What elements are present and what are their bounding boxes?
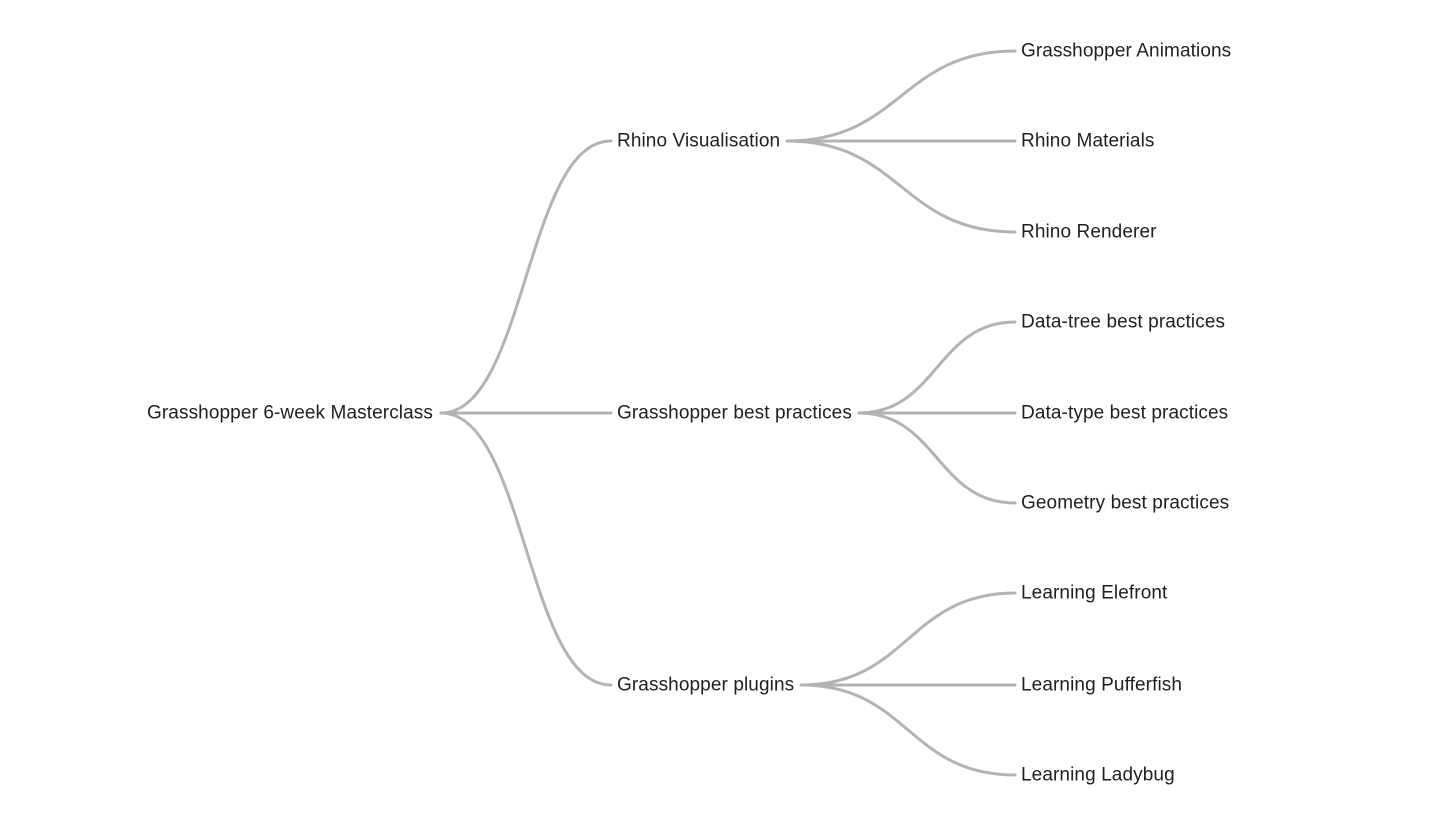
leaf-node-learning-ladybug[interactable]: Learning Ladybug (1021, 764, 1175, 786)
leaf-node-rhino-renderer[interactable]: Rhino Renderer (1021, 221, 1157, 243)
root-node-label[interactable]: Grasshopper 6-week Masterclass (147, 402, 433, 424)
leaf-node-learning-pufferfish[interactable]: Learning Pufferfish (1021, 674, 1183, 696)
connector-root-to-branch-0 (439, 139, 613, 415)
leaf-node-grasshopper-animations[interactable]: Grasshopper Animations (1021, 40, 1232, 62)
connector-root-to-branch-2 (439, 411, 613, 687)
leaf-node-data-type-best-practices[interactable]: Data-type best practices (1021, 402, 1229, 424)
branch-node-grasshopper-best-practices[interactable]: Grasshopper best practices (617, 402, 852, 424)
connector-branch-0-to-leaf-2 (785, 139, 1017, 234)
connector-branch-0-to-leaf-0 (785, 49, 1017, 143)
branch-node-grasshopper-plugins[interactable]: Grasshopper plugins (617, 674, 795, 696)
leaf-node-rhino-materials[interactable]: Rhino Materials (1021, 130, 1155, 152)
connector-lines (439, 49, 1017, 777)
leaf-node-geometry-best-practices[interactable]: Geometry best practices (1021, 492, 1230, 514)
leaf-node-data-tree-best-practices[interactable]: Data-tree best practices (1021, 311, 1226, 333)
branch-node-rhino-visualisation[interactable]: Rhino Visualisation (617, 130, 781, 152)
connector-branch-1-to-leaf-0 (857, 320, 1017, 415)
connector-branch-2-to-leaf-0 (799, 591, 1017, 687)
leaf-node-learning-elefront[interactable]: Learning Elefront (1021, 582, 1168, 604)
connector-branch-1-to-leaf-2 (857, 411, 1017, 505)
connector-branch-2-to-leaf-2 (799, 683, 1017, 777)
